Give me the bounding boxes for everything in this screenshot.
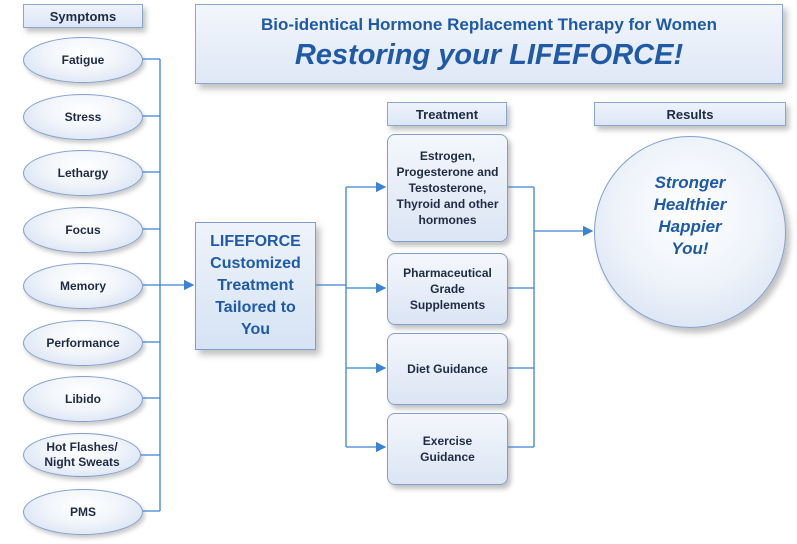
treatment-header: Treatment [387,102,507,126]
title-banner: Bio-identical Hormone Replacement Therap… [195,4,783,84]
treatment-hormones-label: Estrogen, Progesterone and Testosterone,… [396,149,499,227]
treatment-diet: Diet Guidance [387,333,508,405]
treatment-hormones: Estrogen, Progesterone and Testosterone,… [387,134,508,242]
symptoms-header: Symptoms [23,4,143,28]
title-main: Restoring your LIFEFORCE! [294,39,684,71]
results-header: Results [594,102,786,126]
results-circle: Stronger Healthier Happier You! [594,136,786,328]
symptom-pms: PMS [23,489,143,535]
treatment-exercise: Exercise Guidance [387,413,508,485]
title-subtitle: Bio-identical Hormone Replacement Therap… [261,15,717,34]
symptom-hot-flashes: Hot Flashes/ Night Sweats [23,433,141,477]
treatment-supplements: Pharmaceutical Grade Supplements [387,253,508,325]
symptom-performance: Performance [23,320,143,366]
lifeforce-treatment-label: LIFEFORCE Customized Treatment Tailored … [210,233,301,338]
symptom-fatigue: Fatigue [23,37,143,83]
symptom-stress: Stress [23,94,143,140]
treatment-diet-label: Diet Guidance [407,362,488,376]
lifeforce-treatment-box: LIFEFORCE Customized Treatment Tailored … [195,222,316,350]
symptom-memory: Memory [23,263,143,309]
treatment-supplements-label: Pharmaceutical Grade Supplements [403,266,492,312]
result-line-4: You! [671,239,709,258]
symptom-focus: Focus [23,207,143,253]
result-line-3: Happier [658,217,722,236]
symptom-lethargy: Lethargy [23,150,143,196]
symptom-libido: Libido [23,376,143,422]
result-line-2: Healthier [653,195,727,214]
treatment-exercise-label: Exercise Guidance [420,434,475,464]
result-line-1: Stronger [654,173,726,192]
